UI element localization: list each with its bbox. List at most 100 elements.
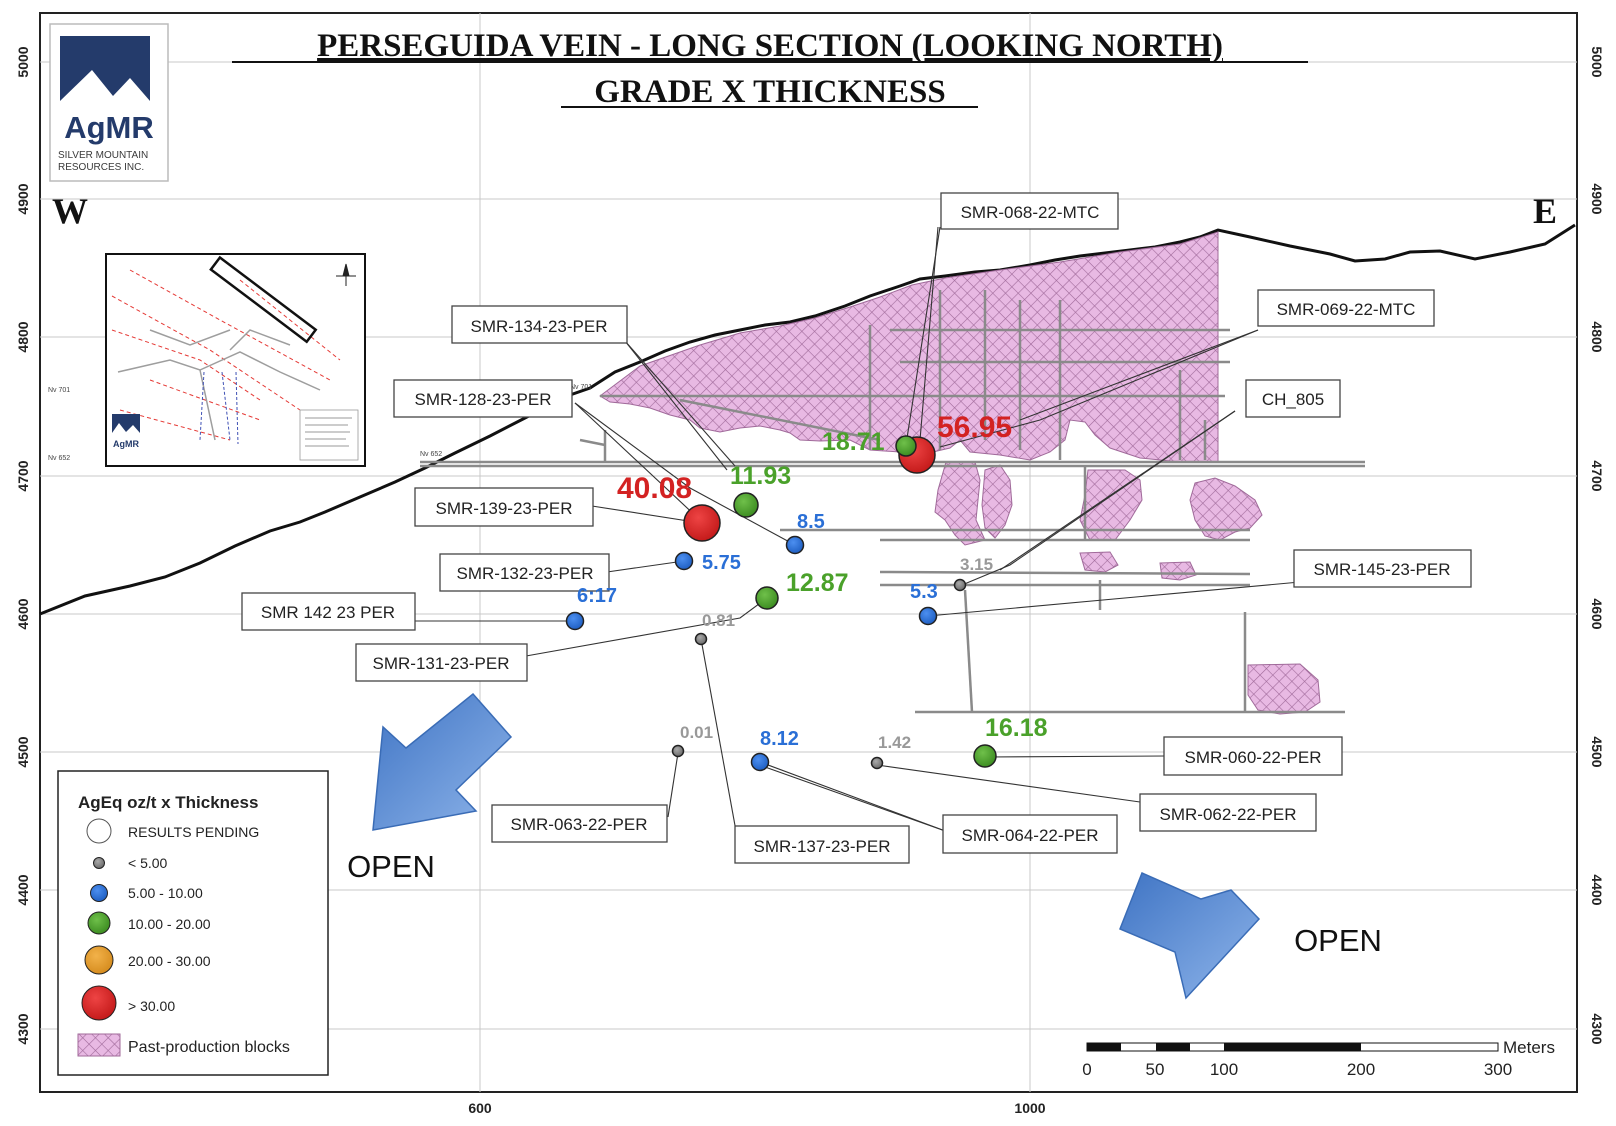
drill-hole-id: SMR-131-23-PER: [373, 654, 510, 673]
grade-value: 0.01: [680, 723, 713, 742]
logo-brand: AgMR: [64, 110, 154, 145]
open-arrow-left: OPEN: [347, 692, 513, 884]
intercept-marker-green: [895, 435, 917, 457]
intercept-marker-blue: [785, 535, 805, 555]
elev-tick-right: 4400: [1589, 874, 1605, 905]
grade-value: 6:17: [577, 585, 617, 607]
elev-tick-right: 4700: [1589, 460, 1605, 491]
grade-value: 5.3: [910, 581, 938, 603]
level-labels: Nv 701 Nv 652 Nv 701 Nv 652: [48, 384, 592, 462]
intercept-marker-green: [973, 744, 997, 768]
past-production-blocks: [599, 231, 1321, 715]
drill-label-box: SMR-060-22-PER: [1163, 736, 1343, 776]
inset-logo-icon: [112, 414, 140, 433]
drill-label-box: SMR 142 23 PER: [241, 592, 416, 631]
page-title: PERSEGUIDA VEIN - LONG SECTION (LOOKING …: [232, 28, 1308, 110]
drill-label-box: SMR-134-23-PER: [451, 305, 628, 344]
drill-hole-id: SMR 142 23 PER: [261, 603, 395, 622]
legend-swatch-red: [81, 985, 117, 1021]
drill-label-box: SMR-069-22-MTC: [1257, 289, 1435, 327]
scale-tick: 50: [1146, 1060, 1165, 1079]
inset-logo-brand: AgMR: [113, 439, 139, 449]
drill-label-box: SMR-137-23-PER: [734, 825, 910, 864]
legend-label: 10.00 - 20.00: [128, 916, 211, 932]
elev-tick-left: 5000: [15, 46, 31, 77]
title-line-2: GRADE X THICKNESS: [594, 74, 945, 110]
intercept-marker-grey: [953, 578, 967, 592]
intercept-marker-grey: [694, 632, 708, 646]
mountain-logo-icon: [60, 36, 150, 101]
drill-hole-id: SMR-062-22-PER: [1160, 805, 1297, 824]
legend-label: > 30.00: [128, 998, 175, 1014]
open-label-right: OPEN: [1294, 923, 1382, 958]
grade-value: 8.5: [797, 511, 825, 533]
legend-swatch-orange: [84, 945, 114, 975]
drill-label-box: SMR-064-22-PER: [942, 814, 1118, 854]
grade-value: 5.75: [702, 552, 741, 574]
grade-value: 8.12: [760, 728, 799, 750]
west-label: W: [52, 191, 88, 231]
intercept-markers: [565, 435, 997, 772]
grade-value: 16.18: [985, 714, 1048, 742]
legend-label: < 5.00: [128, 855, 168, 871]
legend-swatch-pending: [86, 818, 112, 844]
production-block: [934, 461, 986, 546]
drill-hole-id: SMR-145-23-PER: [1314, 560, 1451, 579]
inset-level-label-nv652: Nv 652: [48, 455, 70, 462]
grade-value: 1.42: [878, 733, 911, 752]
drill-label-box: SMR-063-22-PER: [491, 804, 668, 843]
grade-value: 12.87: [786, 569, 849, 597]
legend-label: 20.00 - 30.00: [128, 953, 211, 969]
inset-level-label-nv701: Nv 701: [48, 387, 70, 394]
drill-hole-id: SMR-060-22-PER: [1185, 748, 1322, 767]
topography-line: [39, 223, 1576, 616]
elev-tick-right: 4800: [1589, 321, 1605, 352]
drill-label-box: SMR-062-22-PER: [1139, 793, 1317, 832]
drill-hole-id: SMR-132-23-PER: [457, 564, 594, 583]
legend-swatch-grey: [93, 857, 105, 869]
title-line-1: PERSEGUIDA VEIN - LONG SECTION (LOOKING …: [317, 28, 1223, 64]
legend-title: AgEq oz/t x Thickness: [78, 793, 258, 812]
production-block: [1159, 561, 1197, 581]
elev-tick-right: 4600: [1589, 598, 1605, 629]
drill-hole-id: SMR-137-23-PER: [754, 837, 891, 856]
intercept-marker-blue: [918, 606, 938, 626]
production-block: [599, 231, 1219, 463]
drill-label-box: SMR-139-23-PER: [414, 487, 594, 527]
inset-highlight-box: [209, 255, 318, 344]
legend-swatch-production: [77, 1033, 121, 1057]
intercept-marker-blue: [674, 551, 694, 571]
scale-tick: 300: [1484, 1060, 1512, 1079]
grade-value: 0.81: [702, 611, 735, 630]
elev-tick-right: 4300: [1589, 1013, 1605, 1044]
drill-hole-id: SMR-064-22-PER: [962, 826, 1099, 845]
logo-company-line1: SILVER MOUNTAIN: [58, 150, 148, 161]
level-label-nv701: Nv 701: [570, 384, 592, 391]
scale-bar: 0 50 100 200 300 Meters: [1082, 1038, 1555, 1079]
production-block: [1079, 551, 1119, 573]
drill-label-box: CH_805: [1245, 379, 1341, 418]
grade-value: 18.71: [822, 428, 885, 456]
elevation-axis: 5000 4900 4800 4700 4600 4500 4400 4300 …: [15, 46, 1605, 1045]
grade-value: 11.93: [730, 462, 791, 490]
east-label: E: [1533, 191, 1557, 231]
drill-label-box: SMR-128-23-PER: [393, 379, 573, 418]
scale-unit: Meters: [1503, 1038, 1555, 1057]
legend-label: Past-production blocks: [128, 1039, 290, 1056]
drill-hole-id: SMR-134-23-PER: [471, 317, 608, 336]
underground-workings: [420, 290, 1365, 714]
drill-label-box: SMR-068-22-MTC: [940, 192, 1119, 230]
production-block: [1247, 663, 1321, 715]
inset-location-map: AgMR: [105, 253, 366, 467]
down-right-arrow-icon: [1119, 871, 1261, 1000]
elev-tick-left: 4300: [15, 1013, 31, 1044]
drill-label-box: SMR-132-23-PER: [439, 553, 610, 592]
open-label-left: OPEN: [347, 849, 435, 884]
intercept-marker-grey: [671, 744, 685, 758]
level-label-nv652: Nv 652: [420, 451, 442, 458]
scale-tick: 0: [1082, 1060, 1091, 1079]
elev-tick-right: 4500: [1589, 736, 1605, 767]
intercept-marker-green: [755, 586, 779, 610]
elev-tick-left: 4500: [15, 736, 31, 767]
easting-tick: 1000: [1014, 1100, 1045, 1116]
